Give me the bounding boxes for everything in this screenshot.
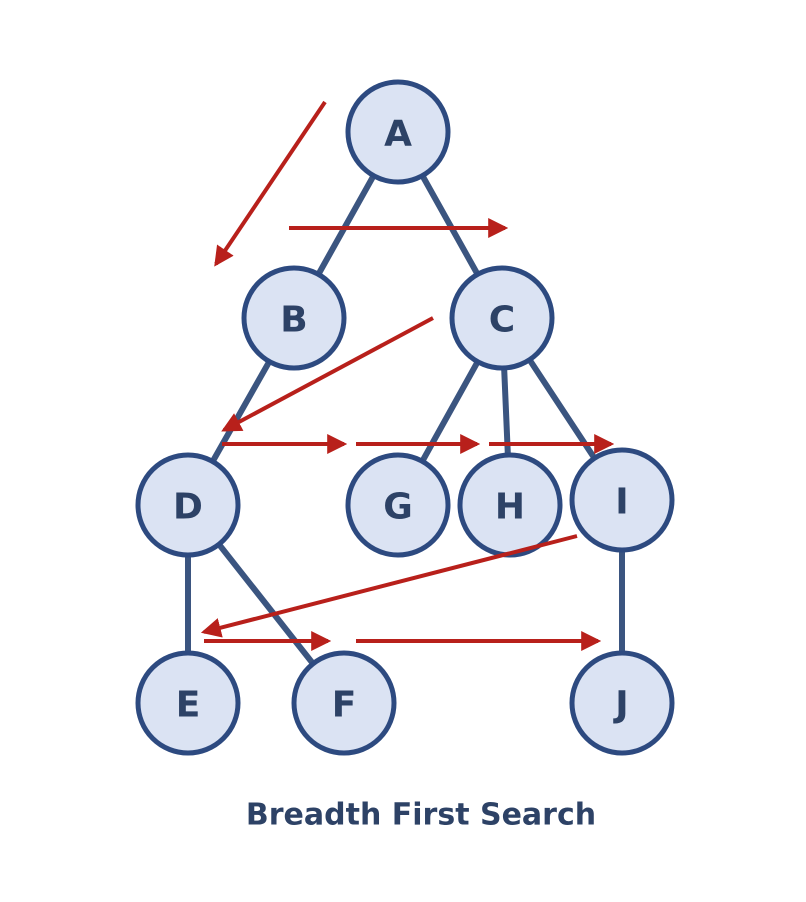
node-e: E xyxy=(135,650,241,756)
node-circle xyxy=(569,447,675,553)
node-circle xyxy=(345,79,451,185)
node-label: A xyxy=(384,114,412,155)
node-g: G xyxy=(345,452,451,558)
node-circle xyxy=(135,650,241,756)
traversal-arrows xyxy=(200,100,615,651)
node-label: H xyxy=(495,487,525,528)
traversal-arrow-a-b xyxy=(214,100,327,267)
tree-nodes: A B C D G H I E F J xyxy=(135,79,675,756)
traversal-arrow-i-e xyxy=(200,534,578,638)
node-a: A xyxy=(345,79,451,185)
node-circle xyxy=(241,265,347,371)
node-j: J xyxy=(569,650,675,756)
node-h: H xyxy=(457,452,563,558)
node-label: C xyxy=(489,300,515,341)
node-circle xyxy=(135,452,241,558)
node-label: B xyxy=(280,300,307,341)
node-circle xyxy=(449,265,555,371)
traversal-arrow-c-d xyxy=(221,316,434,432)
node-circle xyxy=(291,650,397,756)
node-label: E xyxy=(176,685,201,726)
node-label: F xyxy=(332,685,357,726)
node-b: B xyxy=(241,265,347,371)
node-label: D xyxy=(173,487,203,528)
node-c: C xyxy=(449,265,555,371)
node-label: G xyxy=(383,487,413,528)
node-d: D xyxy=(135,452,241,558)
node-circle xyxy=(569,650,675,756)
node-f: F xyxy=(291,650,397,756)
node-circle xyxy=(345,452,451,558)
node-label: I xyxy=(615,482,628,523)
diagram-caption: Breadth First Search xyxy=(246,798,596,833)
node-i: I xyxy=(569,447,675,553)
node-label: J xyxy=(612,685,628,726)
